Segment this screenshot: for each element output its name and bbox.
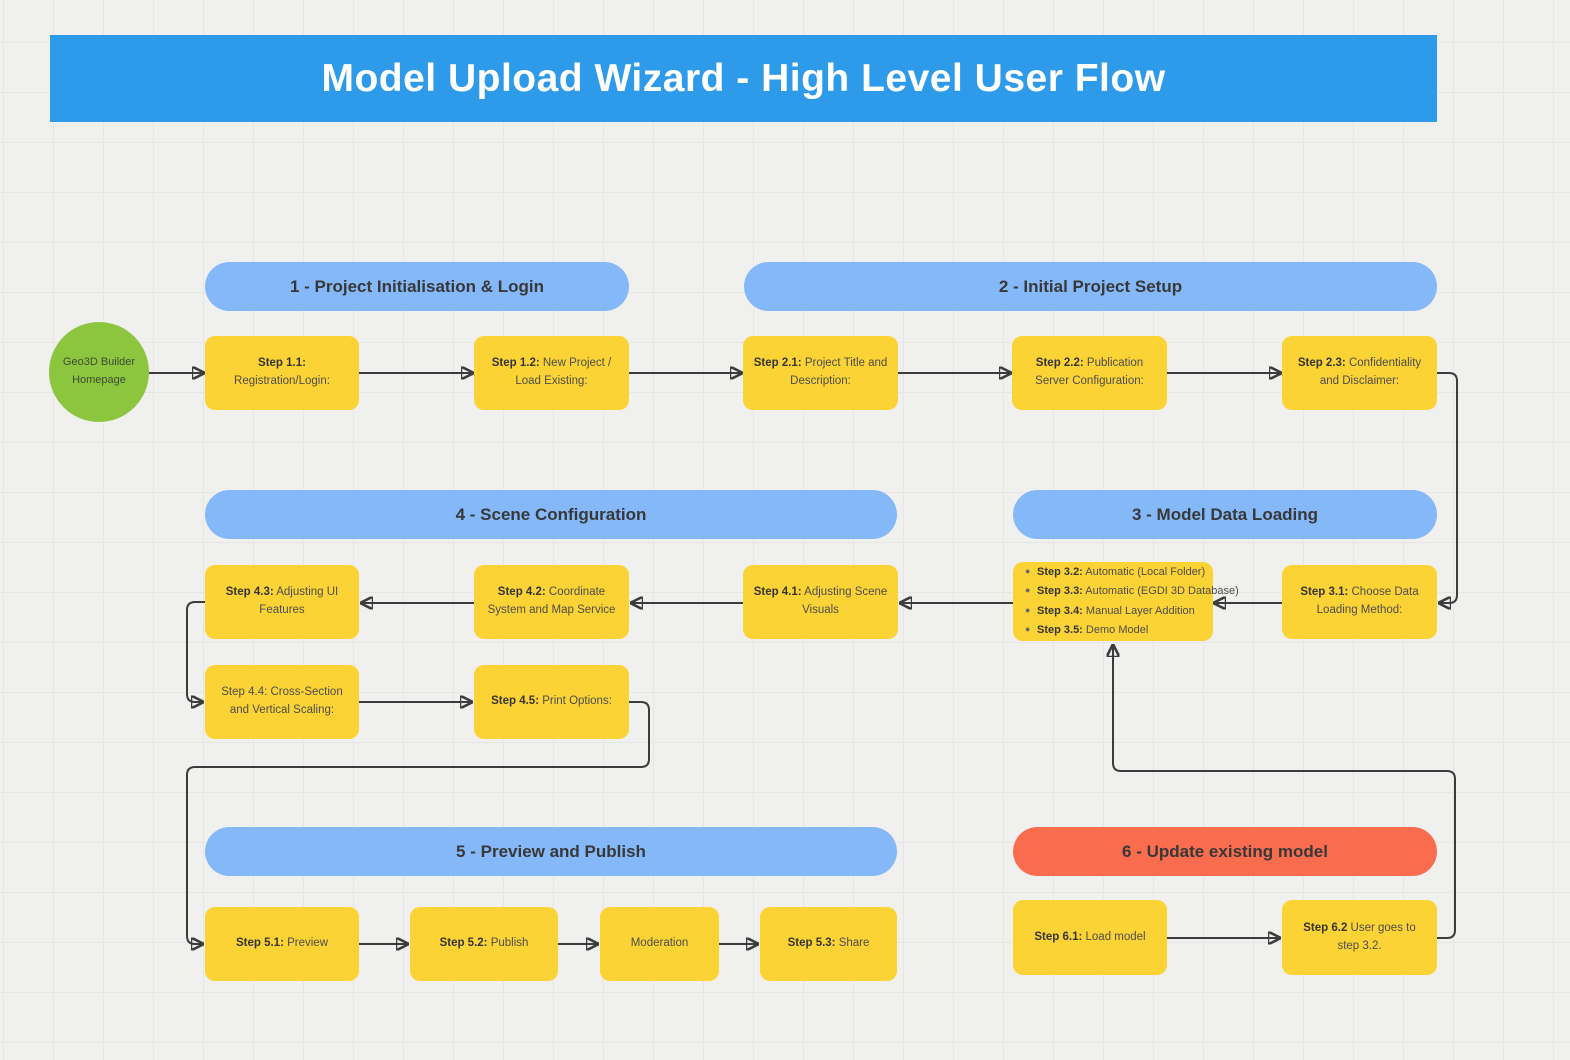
section-pill-6: 6 - Update existing model: [1013, 827, 1437, 876]
connector-2-3-to-3-1: [1437, 372, 1458, 603]
flow-node-step-1-1: Step 1.1: Registration/Login:: [205, 336, 359, 410]
flow-node-step-1-2: Step 1.2: New Project / Load Existing:: [474, 336, 629, 410]
flow-node-step-5-2: Step 5.2: Publish: [410, 907, 558, 981]
section-pill-1: 1 - Project Initialisation & Login: [205, 262, 629, 311]
section-3-label: 3 - Model Data Loading: [1131, 504, 1319, 524]
bullet-icon: ●: [1025, 585, 1031, 596]
section-pill-4: 4 - Scene Configuration: [205, 490, 897, 539]
connector-6-2-to-3-list: [1113, 646, 1456, 939]
list-item: ●Step 3.2: Automatic (Local Folder): [1025, 566, 1206, 578]
start-label-line1: Geo3D Builder: [62, 356, 136, 369]
flow-node-moderation: Moderation: [600, 907, 719, 981]
connector-4-3-to-4-4: [186, 601, 205, 702]
section-pill-2: 2 - Initial Project Setup: [744, 262, 1437, 311]
flow-node-step-3-options-list: ●Step 3.2: Automatic (Local Folder) ●Ste…: [1013, 562, 1239, 641]
flow-node-step-4-5: Step 4.5: Print Options:: [474, 665, 629, 739]
flow-node-step-4-3: Step 4.3: Adjusting UI Features: [205, 565, 359, 639]
start-node-homepage: Geo3D Builder Homepage: [49, 322, 149, 422]
flow-node-step-2-3: Step 2.3: Confidentiality and Disclaimer…: [1282, 336, 1437, 410]
section-pill-3: 3 - Model Data Loading: [1013, 490, 1437, 539]
list-item: ●Step 3.4: Manual Layer Addition: [1025, 604, 1195, 617]
section-5-label: 5 - Preview and Publish: [456, 841, 646, 861]
bullet-icon: ●: [1025, 623, 1031, 634]
flow-node-step-4-2: Step 4.2: Coordinate System and Map Serv…: [474, 565, 629, 639]
page-title: Model Upload Wizard - High Level User Fl…: [321, 56, 1166, 100]
section-pill-5: 5 - Preview and Publish: [205, 827, 897, 876]
bullet-icon: ●: [1025, 566, 1031, 576]
flow-node-step-5-1: Step 5.1: Preview: [205, 907, 359, 981]
section-4-label: 4 - Scene Configuration: [455, 504, 647, 524]
flow-node-step-6-1: Step 6.1: Load model: [1013, 900, 1167, 975]
flow-node-step-4-4: Step 4.4: Cross-Section and Vertical Sca…: [205, 665, 359, 739]
flow-node-step-6-2: Step 6.2 User goes to step 3.2.: [1282, 900, 1437, 975]
section-2-label: 2 - Initial Project Setup: [998, 276, 1183, 296]
flow-node-step-3-1: Step 3.1: Choose Data Loading Method:: [1282, 565, 1437, 639]
list-item: ●Step 3.3: Automatic (EGDI 3D Database): [1025, 585, 1239, 598]
step-3-options: ●Step 3.2: Automatic (Local Folder) ●Ste…: [1025, 563, 1239, 640]
start-label-line2: Homepage: [72, 374, 126, 386]
flow-node-step-5-3: Step 5.3: Share: [760, 907, 897, 981]
list-item: ●Step 3.5: Demo Model: [1025, 623, 1149, 636]
flow-node-step-2-1: Step 2.1: Project Title and Description:: [743, 336, 898, 410]
bullet-icon: ●: [1025, 604, 1031, 615]
title-banner: Model Upload Wizard - High Level User Fl…: [50, 35, 1437, 122]
flow-node-step-2-2: Step 2.2: Publication Server Configurati…: [1012, 336, 1167, 410]
flow-node-step-4-1: Step 4.1: Adjusting Scene Visuals: [743, 565, 898, 639]
section-6-label: 6 - Update existing model: [1122, 841, 1328, 861]
section-1-label: 1 - Project Initialisation & Login: [289, 276, 545, 296]
